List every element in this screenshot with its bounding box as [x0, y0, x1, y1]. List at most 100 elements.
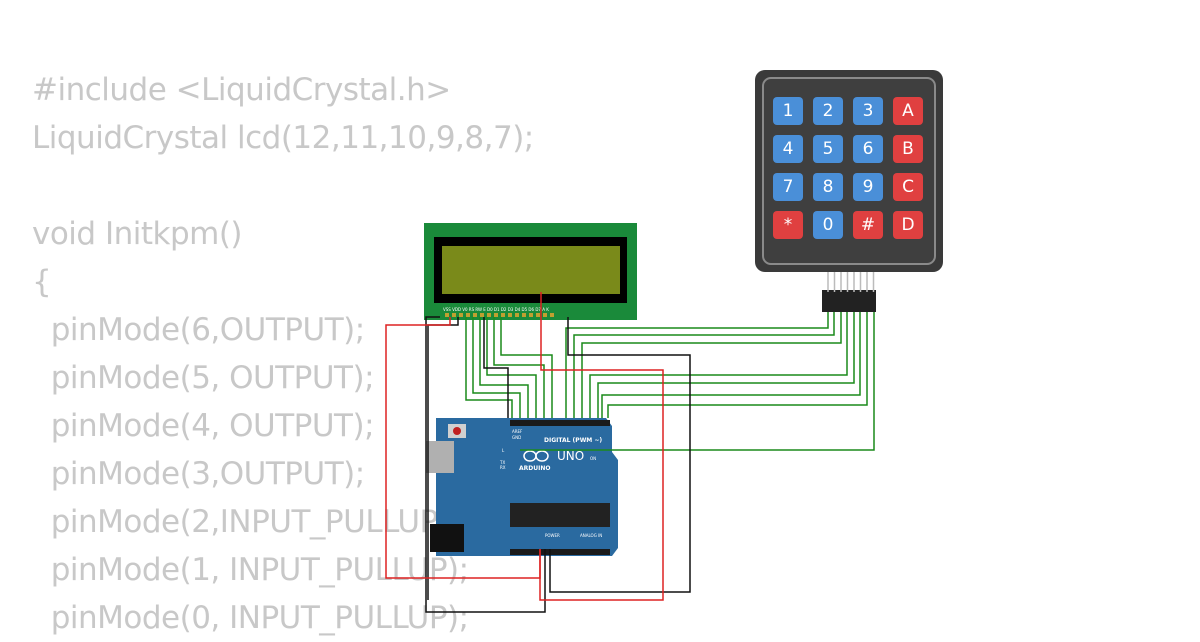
keypad-key-cap [813, 97, 843, 125]
keypad-key[interactable]: 3 [853, 97, 883, 125]
keypad-key[interactable]: C [893, 173, 923, 201]
lcd-pin [508, 313, 512, 317]
keypad-key-label: 8 [823, 177, 834, 197]
keypad-key-cap [853, 135, 883, 163]
wire [607, 312, 868, 418]
atmega-chip [510, 503, 610, 527]
keypad-connector [822, 290, 876, 312]
keypad-key[interactable]: * [773, 211, 803, 239]
wire [500, 317, 553, 418]
keypad-key-label: 3 [863, 101, 874, 121]
keypad-key[interactable]: 5 [813, 135, 843, 163]
code-line: pinMode(5, OUTPUT); [32, 360, 375, 396]
keypad-key-label: C [902, 177, 914, 197]
lcd-screen [442, 246, 620, 294]
power-jack [430, 524, 464, 552]
digital-label: DIGITAL (PWM ~) [544, 437, 602, 444]
keypad-key-label: * [784, 215, 793, 235]
lcd-pin [529, 313, 533, 317]
keypad-key[interactable]: # [853, 211, 883, 239]
keypad-key[interactable]: 9 [853, 173, 883, 201]
lcd-pin [543, 313, 547, 317]
wire [573, 312, 835, 418]
keypad-key-label: 5 [823, 139, 834, 159]
digital-header [510, 420, 610, 426]
lcd-pin [480, 313, 484, 317]
keypad-pins [827, 272, 875, 292]
keypad-key-label: # [861, 215, 875, 235]
reset-button[interactable] [453, 427, 461, 435]
wire [520, 312, 875, 451]
keypad-key-cap [773, 97, 803, 125]
lcd-pin [473, 313, 477, 317]
keypad-key[interactable]: 2 [813, 97, 843, 125]
keypad-key-label: D [901, 215, 914, 235]
lcd-pins [445, 313, 554, 317]
keypad-key[interactable]: 0 [813, 211, 843, 239]
keypad-key-cap [773, 135, 803, 163]
keypad-key-cap [813, 135, 843, 163]
code-line: pinMode(1, INPUT_PULLUP); [32, 552, 469, 588]
brand-label: ARDUINO [519, 465, 550, 472]
code-line: pinMode(3,OUTPUT); [32, 456, 365, 492]
on-label: ON [590, 456, 596, 461]
keypad-key[interactable]: A [893, 97, 923, 125]
keypad-key[interactable]: 7 [773, 173, 803, 201]
wires [385, 292, 875, 613]
wire [465, 317, 513, 418]
lcd-pin [487, 313, 491, 317]
keypad-key-label: 6 [863, 139, 874, 159]
keypad-key[interactable]: 1 [773, 97, 803, 125]
keypad-key[interactable]: 4 [773, 135, 803, 163]
lcd-pin [466, 313, 470, 317]
wire [539, 292, 664, 601]
keypad-key-label: 1 [783, 101, 794, 121]
keypad-key[interactable]: 6 [853, 135, 883, 163]
code-line: pinMode(6,OUTPUT); [32, 312, 365, 348]
code-line: #include <LiquidCrystal.h> [32, 72, 451, 108]
keypad-key-label: 2 [823, 101, 834, 121]
l-label: L [502, 448, 505, 453]
wire [565, 312, 829, 418]
keypad-key-label: 4 [783, 139, 794, 159]
power-label: POWER [545, 533, 560, 538]
wire [493, 317, 545, 418]
lcd-pin [515, 313, 519, 317]
keypad-key-cap [893, 97, 923, 125]
code-line: void Initkpm() [32, 216, 243, 252]
keypad-key-cap [813, 211, 843, 239]
gnd-label: GND [512, 435, 521, 440]
wire [425, 316, 546, 613]
keypad-key[interactable]: B [893, 135, 923, 163]
keypad-key-label: 7 [783, 177, 794, 197]
arduino-uno[interactable]: DIGITAL (PWM ~) ON AREF GND L TX RX UNO … [426, 418, 618, 556]
keypad-key[interactable]: 8 [813, 173, 843, 201]
wire [486, 317, 537, 418]
keypad-key-label: 0 [823, 215, 834, 235]
keypad-key-cap [893, 135, 923, 163]
code-line: pinMode(2,INPUT_PULLUP); [32, 504, 460, 540]
lcd-16x2[interactable]: VSS VDD V0 RS RW E D0 D1 D2 D3 D4 D5 D6 … [424, 223, 637, 320]
wire [597, 312, 855, 418]
wire [483, 317, 509, 418]
wire [589, 312, 848, 418]
code-line: pinMode(4, OUTPUT); [32, 408, 375, 444]
wire [601, 312, 861, 418]
wire [479, 317, 529, 418]
keypad-key[interactable]: D [893, 211, 923, 239]
lcd-pin [494, 313, 498, 317]
arduino-logo [523, 450, 549, 462]
lcd-pin [522, 313, 526, 317]
keypad-key-cap [893, 173, 923, 201]
lcd-pin [445, 313, 449, 317]
keypad-key-cap [853, 97, 883, 125]
lcd-pin [550, 313, 554, 317]
keypad-key-label: A [902, 101, 914, 121]
keypad-key-cap [853, 211, 883, 239]
keypad-key-cap [813, 173, 843, 201]
lcd-pin [501, 313, 505, 317]
